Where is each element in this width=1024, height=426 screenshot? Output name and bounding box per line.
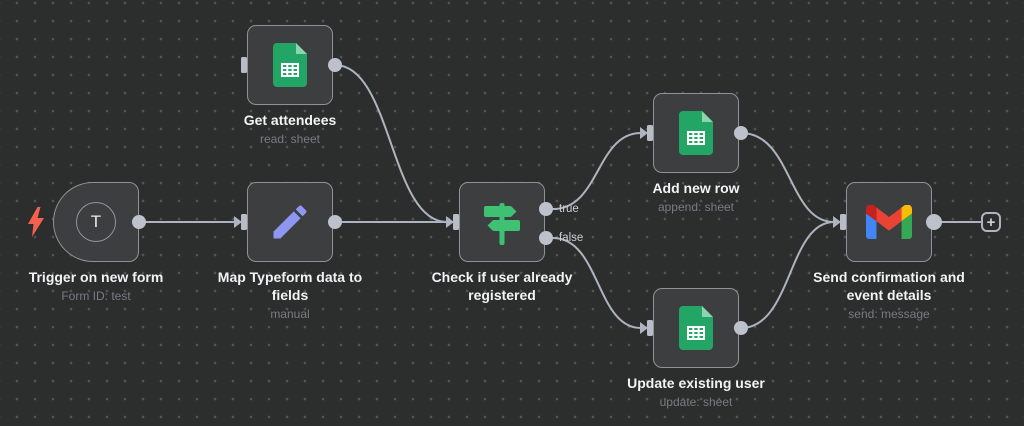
add-node-button[interactable]: + (981, 212, 1001, 232)
node-map-typeform-data[interactable] (247, 182, 333, 262)
arrowhead-icon (640, 322, 648, 334)
gmail-icon (866, 204, 912, 239)
branch-label-true: true (559, 203, 579, 215)
arrowhead-icon (640, 127, 648, 139)
typeform-trigger-badge: T (76, 202, 116, 242)
google-sheets-icon (679, 306, 713, 350)
node-add-new-row[interactable] (653, 93, 739, 173)
node-title: Trigger on new form (28, 269, 164, 285)
node-title: Update existing user (627, 375, 765, 391)
switch-signpost-icon (479, 197, 525, 247)
branch-label-false: false (559, 232, 584, 244)
node-subtitle: Form ID: test (61, 289, 131, 303)
node-subtitle: append: sheet (657, 200, 735, 214)
node-title: Map Typeform data to fields (217, 269, 363, 303)
node-title: Send confirmation and event details (813, 269, 965, 303)
lightning-bolt-icon (28, 207, 44, 237)
google-sheets-icon (679, 111, 713, 155)
node-title: Check if user already registered (431, 269, 573, 303)
node-title: Get attendees (243, 112, 337, 128)
pencil-icon (268, 200, 312, 244)
node-get-attendees[interactable] (247, 25, 333, 105)
node-trigger-on-new-form[interactable]: T (28, 182, 139, 262)
node-check-if-registered[interactable] (459, 182, 545, 262)
google-sheets-icon (273, 43, 307, 87)
arrowhead-icon (234, 216, 242, 228)
arrowhead-icon (833, 216, 841, 228)
node-title: Add new row (652, 180, 740, 196)
arrowhead-icon (446, 216, 454, 228)
node-subtitle: manual (270, 307, 310, 321)
node-subtitle: send: message (848, 307, 930, 321)
node-send-confirmation[interactable] (846, 182, 932, 262)
node-subtitle: update: sheet (659, 395, 733, 409)
node-update-existing-user[interactable] (653, 288, 739, 368)
node-subtitle: read: sheet (259, 132, 321, 146)
